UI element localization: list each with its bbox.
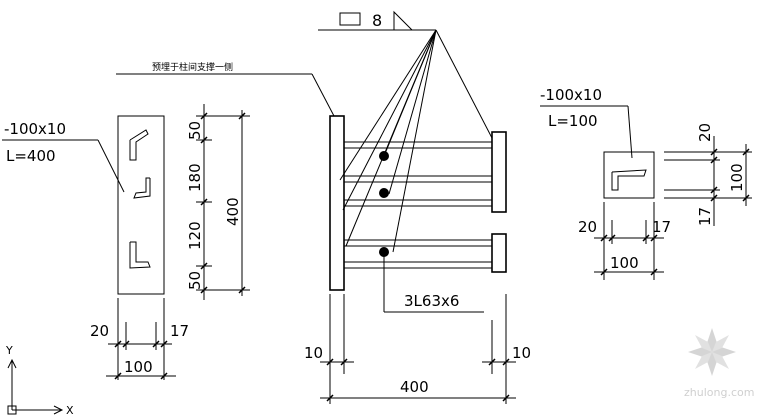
- weld-leader-lines: [339, 29, 493, 253]
- angle-spec-label: 3L63x6: [404, 292, 459, 310]
- left-plate-outline: [117, 115, 165, 295]
- right-dim-20: 20: [696, 123, 714, 142]
- left-plate-spec-2: L=400: [6, 147, 56, 165]
- embed-note-text: 预埋于柱间支撑一侧: [152, 61, 233, 73]
- weld-symbol: 8: [318, 10, 436, 31]
- embed-note: 预埋于柱间支撑一侧: [116, 61, 335, 117]
- center-dim-10-left: 10: [304, 344, 323, 362]
- right-dim-17-horiz: 17: [652, 218, 671, 236]
- left-dim-180: 180: [186, 163, 204, 192]
- left-dim-50-top: 50: [186, 121, 204, 140]
- bolt-1: [379, 151, 389, 161]
- column-plate: [329, 115, 345, 291]
- right-dim-100-vert: 100: [728, 163, 746, 192]
- left-dim-120: 120: [186, 221, 204, 250]
- ucs-icon: Y X: [5, 344, 74, 416]
- bolt-2: [379, 188, 389, 198]
- left-plate-detail: -100x10 L=400 50 180 120 50 400 20 17: [2, 104, 250, 380]
- zhulong-watermark: zhulong.com: [684, 328, 754, 399]
- end-plate-lower: [491, 233, 507, 273]
- center-dim-400: 400: [400, 378, 429, 396]
- right-plate-spec-2: L=100: [548, 112, 598, 130]
- zhulong-logo-icon: [688, 328, 736, 376]
- ucs-x-label: X: [66, 404, 74, 416]
- center-dim-10-right: 10: [512, 344, 531, 362]
- center-elevation: 3L63x6 10 10 400: [304, 115, 531, 404]
- right-plate-spec-1: -100x10: [540, 86, 602, 104]
- left-dim-400: 400: [224, 197, 242, 226]
- watermark-text: zhulong.com: [684, 386, 754, 399]
- left-dim-50-bottom: 50: [186, 271, 204, 290]
- right-dim-100-horiz: 100: [610, 254, 639, 272]
- right-plate-detail: -100x10 L=100 20 17 100 20 17: [540, 86, 752, 280]
- right-plate-outline: [603, 151, 655, 199]
- left-plate-spec-1: -100x10: [4, 120, 66, 138]
- left-dim-17: 17: [170, 322, 189, 340]
- weld-size-label: 8: [372, 11, 382, 30]
- ucs-y-label: Y: [5, 344, 13, 357]
- right-dim-17-vert: 17: [696, 207, 714, 226]
- left-dim-20: 20: [90, 322, 109, 340]
- end-plate-upper: [491, 131, 507, 213]
- left-dim-100: 100: [124, 358, 153, 376]
- right-dim-20-horiz: 20: [578, 218, 597, 236]
